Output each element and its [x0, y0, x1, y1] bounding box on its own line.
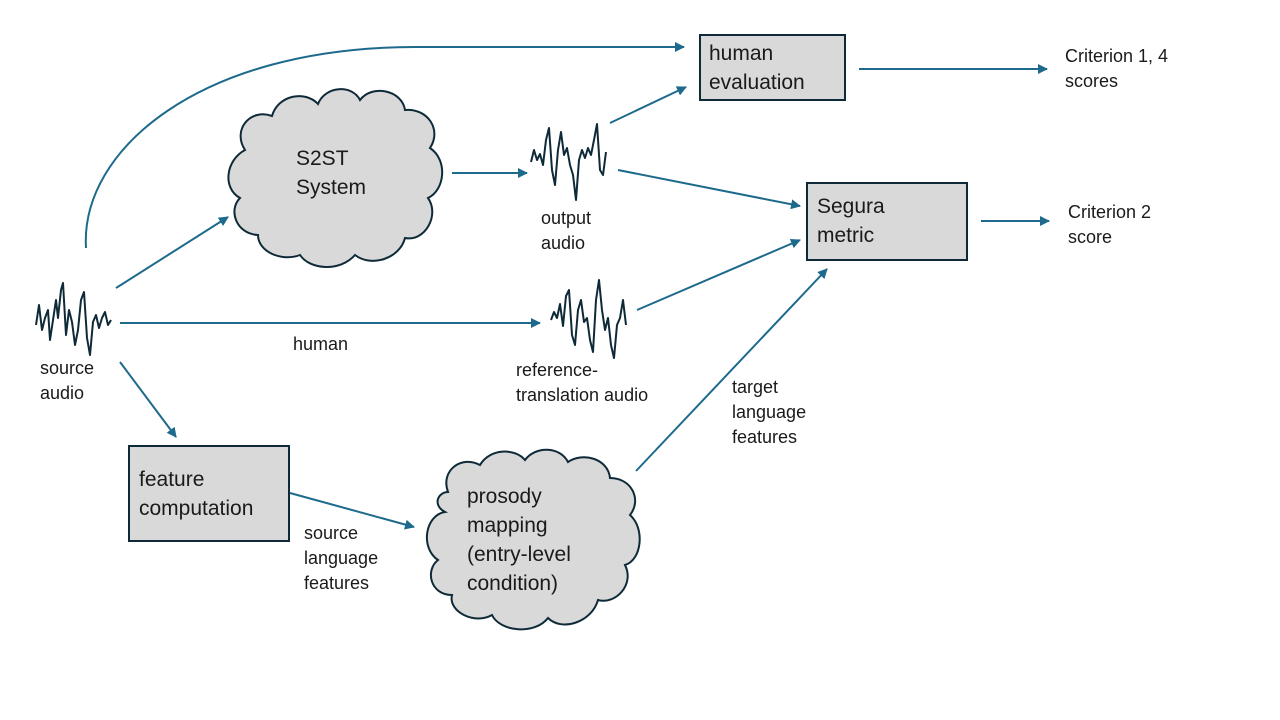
edge-output-to-human-evaluation — [609, 86, 687, 124]
source-audio-label: source audio — [40, 358, 95, 403]
reference-audio-waveform-icon — [550, 279, 627, 359]
edge-label-source-language-features: source language features — [304, 523, 379, 593]
edge-prosody-to-segura — [635, 268, 828, 472]
edge-label-target-language-features: target language features — [732, 377, 807, 447]
output-audio-waveform-icon — [530, 123, 607, 201]
s2st-system-cloud — [227, 88, 444, 268]
output-audio-label: output audio — [541, 208, 592, 253]
criterion-2-score: Criterion 2 score — [1068, 202, 1152, 247]
edge-source-to-s2st — [115, 216, 229, 289]
segura-metric-label: Segura metric — [817, 195, 885, 247]
prosody-mapping-cloud — [425, 448, 641, 631]
feature-computation-box — [128, 445, 290, 542]
edge-output-to-segura — [617, 169, 801, 210]
edge-label-human: human — [293, 334, 349, 354]
source-audio-waveform-icon — [35, 282, 112, 356]
prosody-mapping-label: prosody mapping (entry-level condition) — [467, 485, 571, 595]
edge-feature-to-prosody — [289, 492, 415, 530]
segura-metric-box — [806, 182, 968, 261]
edge-source-to-human-evaluation — [84, 42, 685, 249]
edge-source-to-feature-computation — [119, 361, 177, 438]
s2st-system-label: S2ST System — [296, 147, 367, 199]
human-evaluation-label: human evaluation — [709, 42, 805, 94]
feature-computation-label: feature computation — [139, 468, 254, 520]
criterion-1-4-scores: Criterion 1, 4 scores — [1065, 46, 1169, 91]
reference-audio-label: reference- translation audio — [516, 360, 649, 405]
human-evaluation-box — [699, 34, 846, 101]
edge-reference-to-segura — [636, 238, 801, 311]
